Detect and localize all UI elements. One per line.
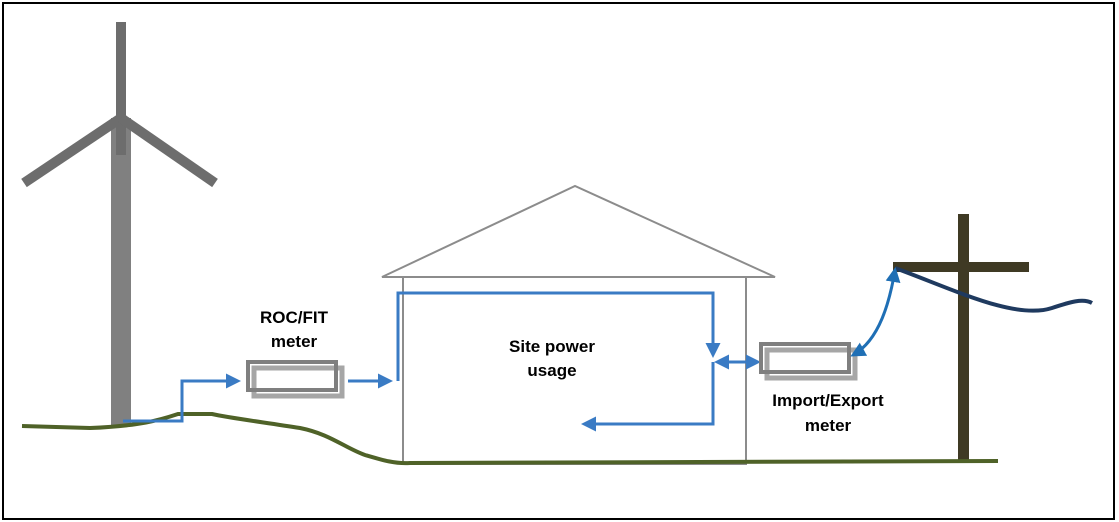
pole-crossarm [893, 262, 1029, 272]
roc-fit-label-line1: ROC/FIT [260, 308, 329, 327]
site-power-label-line2: usage [527, 361, 576, 380]
turbine-tower [111, 118, 131, 426]
house-roof [381, 184, 776, 278]
house-icon [381, 184, 776, 465]
import-export-meter [759, 342, 858, 381]
turbine-blade-left [21, 113, 124, 188]
roc-fit-meter [246, 360, 345, 399]
wind-turbine-icon [21, 22, 218, 426]
utility-pole-icon [893, 214, 1029, 462]
roc-fit-label-line2: meter [271, 332, 318, 351]
flow-arrow-meter-to-grid [850, 267, 901, 357]
import-export-label-line1: Import/Export [772, 391, 884, 410]
grid-cable [894, 266, 1093, 313]
import-export-label-line2: meter [805, 416, 852, 435]
turbine-blade-right [118, 113, 218, 188]
flow-arrow-turbine-to-roc [123, 373, 241, 423]
flow-arrow-site-usage [581, 362, 715, 432]
site-power-label-line1: Site power [509, 337, 595, 356]
flow-line-house-circuit [396, 291, 721, 381]
pole-post [958, 214, 969, 462]
